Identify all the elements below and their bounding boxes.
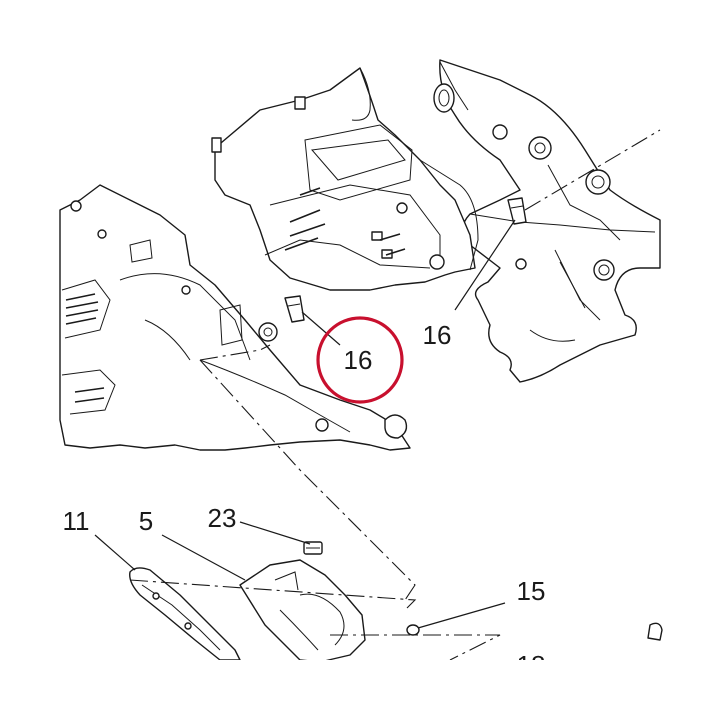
trim-strip-part bbox=[129, 567, 241, 661]
leader-lines bbox=[94, 219, 516, 629]
right-fairing-panel bbox=[433, 59, 661, 383]
leader-11 bbox=[94, 534, 136, 571]
leader-15 bbox=[417, 602, 506, 629]
clip-nut-right bbox=[507, 197, 527, 225]
callout-15: 15 bbox=[517, 576, 546, 606]
leader-5 bbox=[161, 534, 246, 581]
screw-23 bbox=[303, 541, 323, 555]
inner-bracket-assembly bbox=[211, 67, 479, 291]
leader-16-top bbox=[454, 219, 516, 311]
assembly-lines bbox=[129, 129, 661, 661]
callout-16: 16 bbox=[423, 320, 452, 350]
callout-11: 11 bbox=[63, 506, 90, 536]
callout-16-highlighted: 16 bbox=[344, 345, 373, 375]
highlight-ring bbox=[316, 316, 404, 404]
callout-5: 5 bbox=[139, 506, 153, 536]
bottom-crop-mask bbox=[0, 660, 720, 720]
left-fairing-panel bbox=[59, 184, 411, 451]
edge-fragment bbox=[647, 622, 663, 641]
leader-16-highlight bbox=[301, 311, 341, 346]
leader-23 bbox=[239, 521, 311, 545]
clip-nut-highlighted bbox=[284, 295, 305, 323]
callout-23: 23 bbox=[208, 503, 237, 533]
screw-15 bbox=[406, 624, 420, 636]
lower-duct-part bbox=[239, 559, 366, 663]
